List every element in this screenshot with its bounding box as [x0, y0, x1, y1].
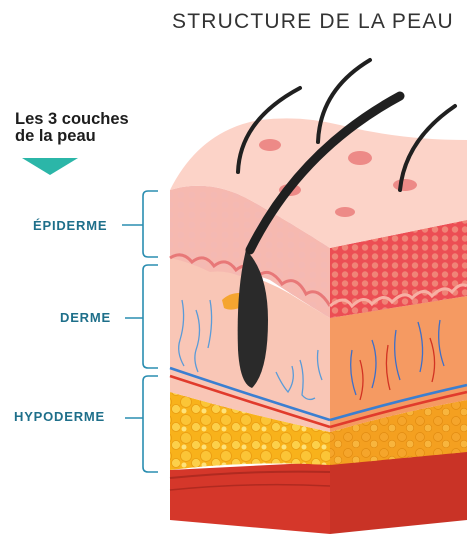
bracket-hypoderme: [143, 376, 158, 472]
layer-brackets: [122, 191, 158, 472]
bracket-derme: [143, 265, 158, 368]
bracket-epiderme: [143, 191, 158, 257]
